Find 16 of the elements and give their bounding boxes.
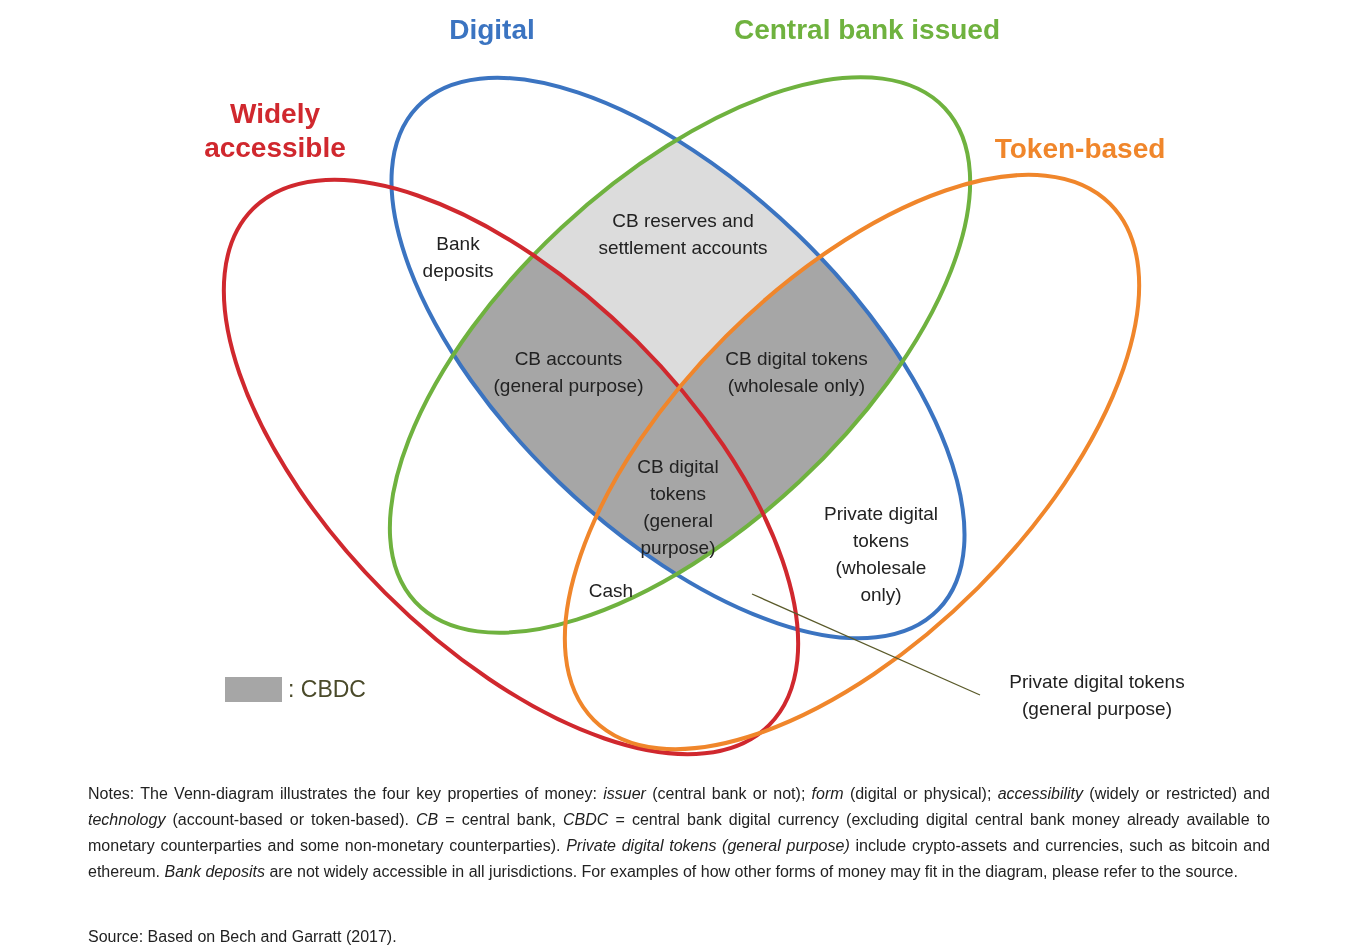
region-label: Private digital tokens (wholesale only) <box>822 502 940 607</box>
set-title: Central bank issued <box>733 14 1001 45</box>
region-label: CB accounts (general purpose) <box>492 347 645 398</box>
set-title: Token-based <box>994 133 1166 164</box>
notes-text: Notes: The Venn-diagram illustrates the four key properties of money: issuer (central bank or not); form (digital or physical); accessibility (widely or restricted) and technology (account-based or token-based). CB = central bank, CBDC = central bank digital currency (excluding digital central bank money already available to monetary counterparties and some non-monetary counterparties). Private digital tokens (general purpose) include crypto-assets and currencies, such as bitcoin and ethereum. Bank deposits are not widely accessible in all jurisdictions. For examples of how other forms of money may fit in the diagram, please refer to the source. <box>88 784 1270 882</box>
leader-line <box>751 593 981 696</box>
region-label: CB digital tokens (general purpose) <box>636 455 720 560</box>
callout-text: Private digital tokens (general purpose) <box>982 668 1212 722</box>
region-label: Bank deposits <box>421 232 495 283</box>
region-label: CB reserves and settlement accounts <box>598 209 768 260</box>
region-label: Cash <box>587 579 635 603</box>
legend-label: : CBDC <box>288 676 366 703</box>
set-title: Widely accessible <box>204 98 346 163</box>
region-label: CB digital tokens (wholesale only) <box>724 347 869 398</box>
set-title: Digital <box>449 14 535 45</box>
source-text: Source: Based on Bech and Garratt (2017). <box>88 927 398 947</box>
